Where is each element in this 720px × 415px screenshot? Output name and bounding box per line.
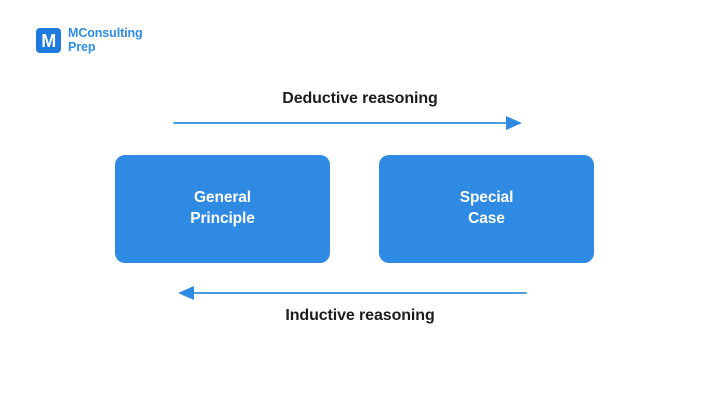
concept-box-general-principle-label: General Principle <box>190 189 255 227</box>
brand-mark-letter: M <box>41 30 56 51</box>
concept-box-special-case: Special Case <box>379 155 594 263</box>
brand-wordmark: MConsulting Prep <box>68 26 143 54</box>
inductive-arrow-head <box>178 286 194 300</box>
concept-box-special-case-label: Special Case <box>459 189 514 227</box>
concept-box-row: General Principle Special Case <box>115 155 594 263</box>
inductive-arrow-svg <box>178 286 527 300</box>
brand-wordmark-line-1: MConsulting <box>68 26 143 40</box>
brand-wordmark-line-2: Prep <box>68 39 96 54</box>
deductive-arrow-right-icon <box>170 113 530 133</box>
deductive-arrow-svg <box>173 116 522 130</box>
concept-box-general-principle: General Principle <box>115 155 330 263</box>
brand-mark-icon: M <box>36 28 61 53</box>
deductive-arrow-head <box>506 116 522 130</box>
brand-logo: M MConsulting Prep <box>36 26 143 54</box>
inductive-arrow-left-icon <box>170 283 530 303</box>
deductive-reasoning-label: Deductive reasoning <box>282 90 438 107</box>
inductive-reasoning-label: Inductive reasoning <box>285 307 435 324</box>
